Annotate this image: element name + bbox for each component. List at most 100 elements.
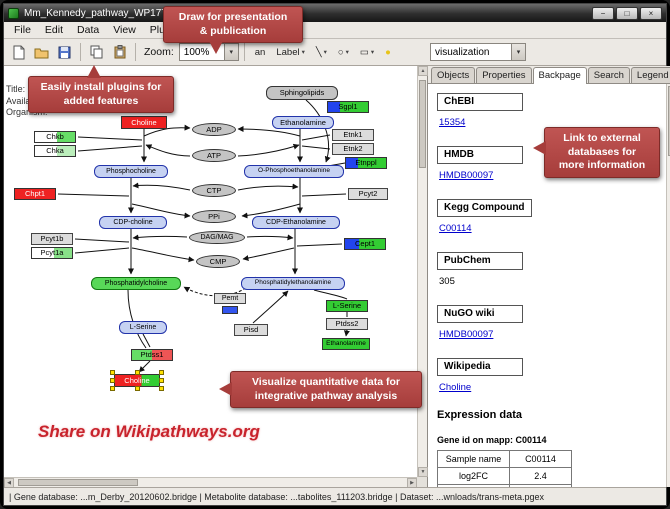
external-database-link[interactable]: HMDB00097	[439, 170, 494, 181]
callout-text: integrative pathway analysis	[254, 389, 398, 402]
external-database-link[interactable]: C00114	[439, 223, 472, 234]
selection-handle[interactable]	[159, 370, 164, 375]
vertical-scroll-thumb[interactable]	[419, 80, 426, 168]
pathway-node-sgpl1[interactable]: Sgpl1	[327, 101, 369, 113]
external-database-link[interactable]: HMDB00097	[439, 329, 494, 340]
menu-data[interactable]: Data	[77, 24, 100, 36]
callout-text: more information	[558, 159, 646, 172]
pathway-node-dag[interactable]: DAG/MAG	[189, 231, 245, 244]
selection-handle[interactable]	[110, 370, 115, 375]
pathway-node-cept1[interactable]: Cept1	[344, 238, 386, 250]
callout-text: & publication	[199, 24, 267, 37]
pathway-node-l-serine-right[interactable]: L-Serine	[326, 300, 368, 312]
selection-handle[interactable]	[110, 378, 115, 383]
sidebar-scroll-thumb[interactable]	[667, 86, 670, 156]
menu-view[interactable]: View	[113, 24, 136, 36]
minimize-button[interactable]: −	[592, 6, 614, 20]
datanode-tool-icon: an	[254, 46, 266, 58]
pathway-node-pcyt1a[interactable]: Pcyt1a	[31, 247, 73, 259]
copy-button[interactable]	[86, 42, 107, 63]
zoom-value: 100%	[183, 46, 210, 58]
visualization-combobox[interactable]: visualization ▾	[430, 43, 526, 61]
table-cell: 7.80252E-4	[509, 484, 572, 487]
selection-handle[interactable]	[159, 386, 164, 391]
canvas-horizontal-scrollbar[interactable]: ◀ ▶	[4, 477, 417, 488]
label-tool[interactable]: Label▾	[271, 42, 310, 62]
pathway-node-ethanolamine-right[interactable]: Ethanolamine	[322, 338, 370, 350]
pathway-node-l-serine-left[interactable]: L-Serine	[119, 321, 167, 334]
pathway-node-chka[interactable]: Chka	[34, 145, 76, 157]
selection-handle[interactable]	[134, 370, 140, 375]
scroll-up-icon[interactable]: ▲	[418, 66, 428, 76]
chevron-down-icon[interactable]: ▾	[511, 44, 525, 60]
new-file-button[interactable]	[8, 42, 29, 63]
pathway-node-chkb[interactable]: Chkb	[34, 131, 76, 143]
gene-id-line: Gene id on mapp: C00114	[437, 435, 547, 445]
callout-text: Draw for presentation	[178, 11, 288, 23]
tab-search[interactable]: Search	[587, 67, 630, 83]
backpage-section-header: PubChem	[437, 252, 523, 270]
chevron-down-icon: ▾	[301, 49, 305, 56]
chevron-down-icon[interactable]: ▾	[223, 44, 238, 60]
tab-objects[interactable]: Objects	[431, 67, 476, 83]
pathway-node-cdp-choline[interactable]: CDP-choline	[99, 216, 167, 229]
external-database-link[interactable]: 15354	[439, 117, 466, 128]
pathway-node-cdp-ethanolamine[interactable]: CDP-Ethanolamine	[252, 216, 340, 229]
pathway-node-adp[interactable]: ADP	[192, 123, 236, 136]
horizontal-scroll-thumb[interactable]	[18, 479, 138, 486]
menu-file[interactable]: File	[14, 24, 31, 36]
ellipse-tool[interactable]: ○▾	[333, 42, 354, 62]
datanode-tool[interactable]: an	[250, 42, 271, 62]
pathway-node-ptdss2[interactable]: Ptdss2	[326, 318, 368, 330]
toolbar-separator	[243, 43, 245, 61]
canvas-vertical-scrollbar[interactable]: ▲ ▼	[417, 66, 428, 477]
pathway-node-etnppl[interactable]: Etnppl	[345, 157, 387, 169]
pathway-node-etnk1[interactable]: Etnk1	[332, 129, 374, 141]
pathway-node-pemt[interactable]: Pemt	[214, 293, 246, 304]
tab-properties[interactable]: Properties	[476, 67, 532, 83]
pathway-node-etnk2[interactable]: Etnk2	[332, 143, 374, 155]
pathway-node-data-mini[interactable]	[222, 306, 238, 314]
maximize-button[interactable]: □	[616, 6, 638, 20]
save-button[interactable]	[54, 42, 75, 63]
external-database-link[interactable]: Choline	[439, 382, 472, 393]
paste-button[interactable]	[109, 42, 130, 63]
pathway-node-phosphocholine[interactable]: Phosphocholine	[94, 165, 168, 178]
lightbulb-tool[interactable]: ●	[380, 42, 396, 62]
selection-handle[interactable]	[159, 378, 164, 383]
zoom-combobox[interactable]: 100% ▾	[178, 43, 239, 61]
pathway-node-pcyt1b[interactable]: Pcyt1b	[31, 233, 73, 245]
pathway-node-choline-top[interactable]: Choline	[121, 116, 167, 129]
pathway-node-chpt1[interactable]: Chpt1	[14, 188, 56, 200]
pathway-node-pisd[interactable]: Pisd	[234, 324, 268, 336]
pathway-node-phosphatidylcholine[interactable]: Phosphatidylcholine	[91, 277, 181, 290]
pathway-node-cmp[interactable]: CMP	[196, 255, 240, 268]
pathway-node-pcyt2[interactable]: Pcyt2	[348, 188, 388, 200]
sidebar-scrollbar[interactable]	[665, 84, 670, 487]
callout-arrow	[209, 41, 223, 55]
pathway-node-ctp[interactable]: CTP	[192, 184, 236, 197]
scroll-down-icon[interactable]: ▼	[418, 467, 428, 477]
close-button[interactable]: ×	[640, 6, 662, 20]
selection-handle[interactable]	[134, 386, 140, 391]
rect-tool-icon: ▭	[359, 46, 369, 58]
pathway-node-ethanolamine[interactable]: Ethanolamine	[272, 116, 334, 129]
selection-handle[interactable]	[110, 386, 115, 391]
tab-backpage[interactable]: Backpage	[532, 67, 587, 84]
pathway-node-ppi[interactable]: PPi	[192, 210, 236, 223]
label-tool-icon: Label	[276, 46, 300, 58]
pathway-node-phosphatidylethanolamine[interactable]: Phosphatidylethanolamine	[241, 277, 345, 290]
pathway-node-sphingolipids[interactable]: Sphingolipids	[266, 86, 338, 100]
rect-tool[interactable]: ▭▾	[355, 42, 379, 62]
line-tool[interactable]: ╲▾	[311, 42, 332, 62]
open-file-button[interactable]	[31, 42, 52, 63]
tab-legend[interactable]: Legend	[630, 67, 670, 83]
menu-edit[interactable]: Edit	[44, 24, 64, 36]
pathway-node-atp[interactable]: ATP	[192, 149, 236, 162]
pathway-node-ptdss1[interactable]: Ptdss1	[131, 349, 173, 361]
callout-text: databases for	[567, 145, 637, 158]
pathway-node-o-phosphoethanolamine[interactable]: O-Phosphoethanolamine	[244, 165, 344, 178]
